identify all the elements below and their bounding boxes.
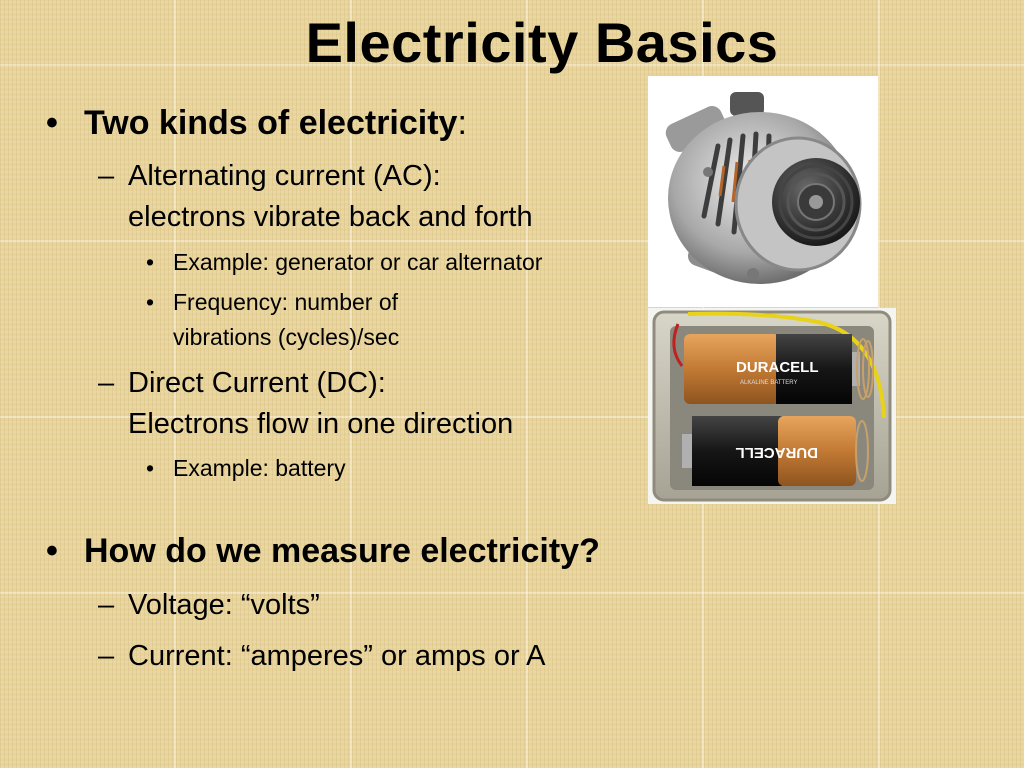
battery-holder-drawing: DURACELL ALKALINE BATTERY DURACELL [652,310,892,502]
ac-line2: electrons vibrate back and forth [128,201,533,233]
heading-colon: : [457,104,467,142]
ac-line1: Alternating current (AC): [128,160,441,192]
frequency-line1: Frequency: number of [173,289,399,315]
bullet-marker: • [146,249,155,275]
dash-marker: – [98,640,115,672]
battery-subtitle-top: ALKALINE BATTERY [740,380,797,386]
alternator-image [648,76,878,307]
ac-example-text: Example: generator or car alternator [173,249,543,275]
dash-marker: – [98,367,115,399]
bullet-marker: • [46,104,58,142]
dash-marker: – [98,160,115,192]
bullet-marker: • [146,289,155,315]
bullet-marker: • [146,455,155,481]
ac-example: • Example: generator or car alternator [146,245,542,280]
slide-title: Electricity Basics [305,11,779,74]
bullet-marker: • [46,532,58,570]
subbullet-ac: –Alternating current (AC): electrons vib… [98,156,533,238]
dc-line1: Direct Current (DC): [128,367,386,399]
bullet-measure: • How do we measure electricity? [46,532,600,571]
battery-brand-bottom: DURACELL [736,444,819,461]
battery-brand-top: DURACELL [736,359,819,376]
dc-line2: Electrons flow in one direction [128,408,514,440]
battery-image: DURACELL ALKALINE BATTERY DURACELL [648,308,896,504]
subbullet-dc: –Direct Current (DC): Electrons flow in … [98,363,513,445]
dc-example-text: Example: battery [173,455,346,481]
alternator-drawing [665,92,862,284]
current-text: Current: “amperes” or amps or A [128,640,546,672]
subbullet-current: –Current: “amperes” or amps or A [98,636,545,677]
dc-example: • Example: battery [146,451,346,486]
bullet-two-kinds: • Two kinds of electricity: [46,104,467,143]
ac-frequency: • Frequency: number of vibrations (cycles… [146,285,399,355]
voltage-text: Voltage: “volts” [128,589,320,621]
heading-measure: How do we measure electricity? [84,532,600,570]
dash-marker: – [98,589,115,621]
subbullet-voltage: –Voltage: “volts” [98,585,320,626]
frequency-line2: vibrations (cycles)/sec [173,324,400,350]
heading-two-kinds: Two kinds of electricity [84,104,458,142]
